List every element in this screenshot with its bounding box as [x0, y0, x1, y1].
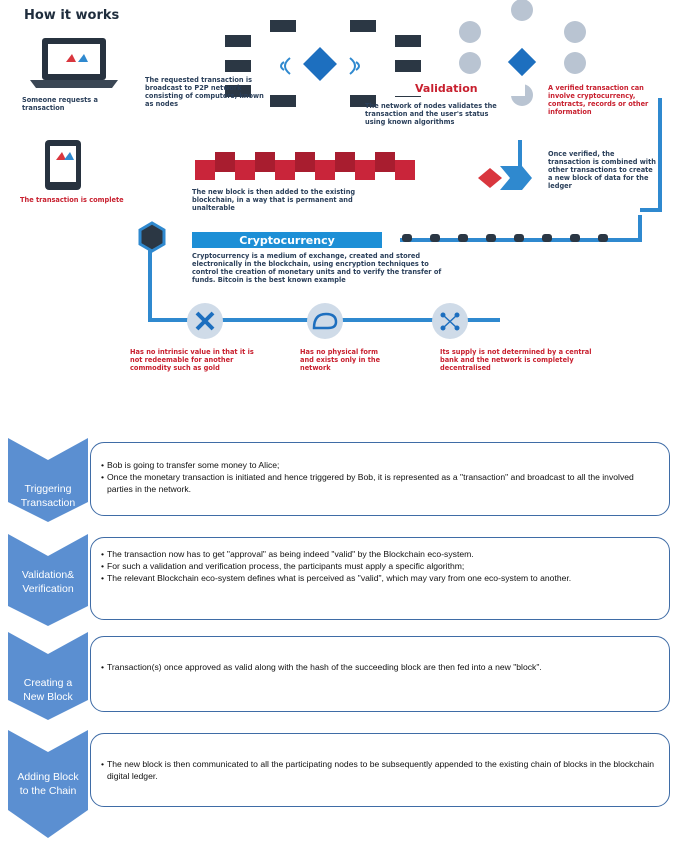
caption-physical: Has no physical form and exists only in …	[300, 348, 381, 372]
step-box-adding-block: The new block is then communicated to al…	[90, 733, 670, 807]
step-arrow-validation: Validation& Verification	[8, 534, 88, 626]
step-label-line: New Block	[23, 691, 73, 703]
no-physical-form-icon	[307, 303, 343, 339]
hexagon-icon	[138, 221, 166, 253]
chain-links-icon	[402, 234, 608, 242]
caption-validation: The network of nodes validates the trans…	[365, 102, 497, 126]
bullet-item: Bob is going to transfer some money to A…	[101, 459, 659, 471]
infographic-graphics	[30, 0, 662, 339]
bullet-item: Transaction(s) once approved as valid al…	[101, 661, 659, 673]
laptop-icon	[30, 38, 118, 88]
caption-added: The new block is then added to the exist…	[192, 188, 356, 212]
step-label-line: Triggering	[24, 483, 72, 495]
chevron-down-icon	[8, 438, 88, 522]
caption-broadcast: The requested transaction is broadcast t…	[145, 76, 264, 108]
step-arrow-adding-block: Adding Block to the Chain	[8, 730, 88, 838]
step-arrow-creating-block: Creating a New Block	[8, 632, 88, 720]
blockchain-cubes-icon	[195, 152, 415, 180]
bullet-item: Once the monetary transaction is initiat…	[101, 471, 659, 495]
chevron-down-icon	[8, 730, 88, 838]
step-label-line: to the Chain	[19, 785, 77, 797]
bullet-item: For such a validation and verification p…	[101, 560, 659, 572]
step-box-validation: The transaction now has to get "approval…	[90, 537, 670, 620]
step-label-line: Validation&	[21, 569, 75, 581]
step-box-triggering: Bob is going to transfer some money to A…	[90, 442, 670, 516]
caption-requests: Someone requests a transaction	[22, 96, 98, 112]
cryptocurrency-banner: Cryptocurrency	[192, 232, 382, 248]
step-label-line: Creating a	[23, 677, 73, 689]
caption-combined: Once verified, the transaction is combin…	[548, 150, 656, 190]
chevron-down-icon	[8, 632, 88, 720]
step-label-line: Verification	[22, 583, 74, 595]
step-label-line: Adding Block	[17, 771, 79, 783]
bullet-item: The relevant Blockchain eco-system defin…	[101, 572, 659, 584]
caption-supply: Its supply is not determined by a centra…	[440, 348, 592, 372]
validation-banner: Validation	[385, 80, 525, 96]
step-box-creating-block: Transaction(s) once approved as valid al…	[90, 636, 670, 712]
blockchain-infographic: How it works Someone requests a transact…	[0, 0, 683, 390]
new-block-icon	[478, 166, 532, 190]
caption-verified: A verified transaction can involve crypt…	[548, 84, 649, 116]
infographic-title: How it works	[24, 8, 120, 23]
chevron-down-icon	[8, 534, 88, 626]
no-intrinsic-value-icon	[187, 303, 223, 339]
caption-complete: The transaction is complete	[20, 196, 124, 204]
decentralised-network-icon	[432, 303, 468, 339]
caption-cryptocurrency: Cryptocurrency is a medium of exchange, …	[192, 252, 442, 284]
step-arrow-triggering: Triggering Transaction	[8, 438, 88, 522]
caption-intrinsic: Has no intrinsic value in that it is not…	[130, 348, 254, 372]
tablet-icon	[45, 140, 81, 190]
step-label-line: Transaction	[20, 497, 76, 509]
bullet-item: The transaction now has to get "approval…	[101, 548, 659, 560]
bullet-item: The new block is then communicated to al…	[101, 758, 659, 782]
